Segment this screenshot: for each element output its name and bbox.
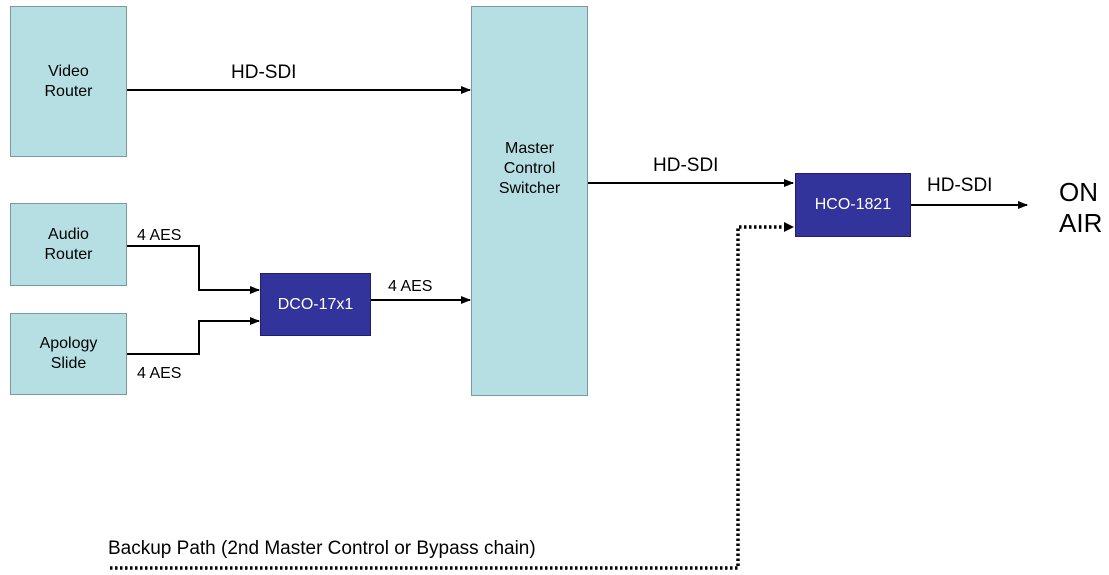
wire-apology-to-dco: [127, 317, 260, 355]
audio-router-label: Audio Router: [44, 225, 93, 263]
video-router-block: Video Router: [10, 6, 127, 157]
apology-slide-block: Apology Slide: [10, 313, 127, 395]
backup-path-label: Backup Path (2nd Master Control or Bypas…: [108, 538, 536, 559]
backup-arrowhead: [784, 222, 794, 232]
video-to-switcher-label: HD-SDI: [231, 62, 297, 83]
hco-out-label: HD-SDI: [927, 175, 993, 196]
apology-slide-label: Apology Slide: [39, 335, 98, 372]
master-control-switcher-label: Master Control Switcher: [498, 140, 561, 197]
wire-audio-to-dco: [127, 245, 260, 294]
on-air-label: ON AIR: [1059, 177, 1103, 239]
audio-router-out-label: 4 AES: [137, 227, 182, 244]
dco-block: DCO-17x1: [260, 273, 371, 336]
hco-label: HCO-1821: [814, 196, 892, 213]
video-router-label: Video Router: [44, 62, 93, 100]
dco-label: DCO-17x1: [277, 295, 354, 313]
dco-to-switcher-label: 4 AES: [388, 278, 433, 295]
apology-out-label: 4 AES: [137, 365, 182, 382]
audio-router-block: Audio Router: [10, 203, 127, 286]
master-control-switcher-block: Master Control Switcher: [471, 6, 588, 396]
switcher-to-hco-label: HD-SDI: [653, 155, 719, 176]
hco-block: HCO-1821: [795, 173, 911, 237]
wire-backup-path: [110, 225, 788, 570]
